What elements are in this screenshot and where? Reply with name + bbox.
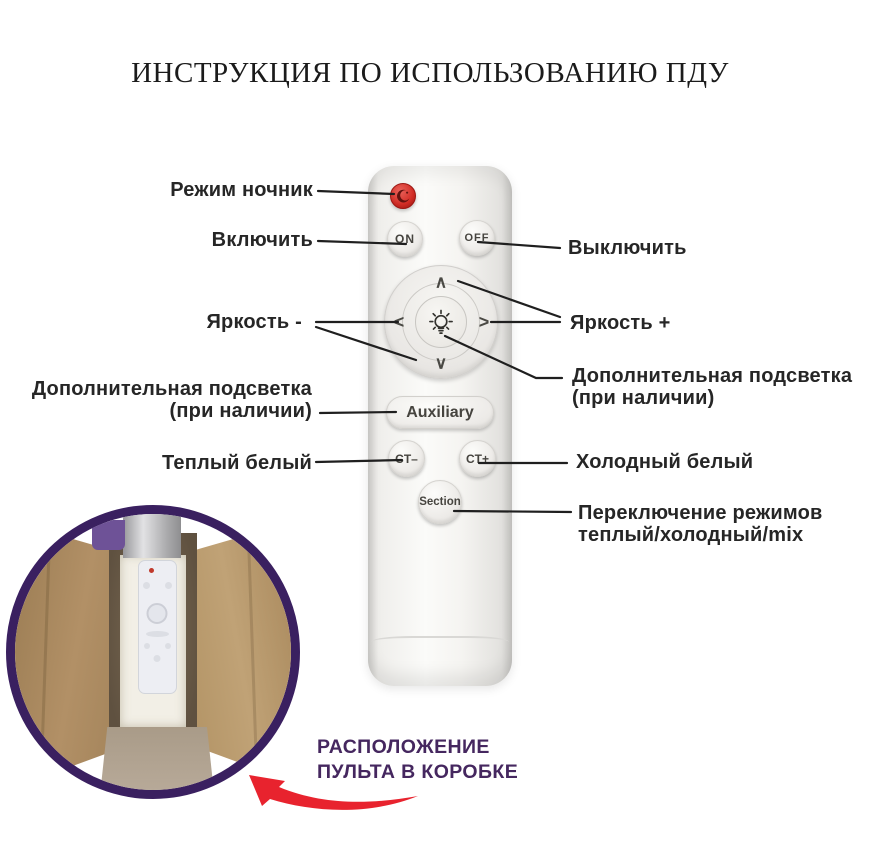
label-line: Переключение режимов [578,502,823,524]
label-night-mode: Режим ночник [170,179,313,201]
off-button: OFF [459,220,495,256]
metal-pole [122,514,181,559]
dpad-left-arrow: < [393,312,405,332]
label-cold-white: Холодный белый [576,451,754,473]
label-line: (при наличии) [169,399,312,422]
label-line: Дополнительная подсветка [572,365,853,387]
label-line: (при наличии) [572,386,715,409]
label-turn-off: Выключить [568,237,687,259]
label-line: Дополнительная подсветка [31,378,312,400]
cardboard-flap-left [15,522,120,788]
label-additional-light-right: Дополнительная подсветка (при наличии) [572,365,853,409]
dpad-center-button [415,296,467,348]
label-line: теплый/холодный/mix [578,524,804,546]
mini-dpad [146,602,168,624]
dpad-right-arrow: > [478,312,490,332]
cardboard-strip [100,726,214,790]
moon-icon [396,189,409,202]
mini-ct-minus-button [144,642,151,649]
mini-off-button [164,581,172,589]
mini-on-button [143,581,151,589]
photo-caption-line1: РАСПОЛОЖЕНИЕ [317,736,490,758]
dpad-ring [402,283,480,361]
ct-minus-button: CT– [388,440,425,477]
label-brightness-plus: Яркость + [570,312,671,334]
label-warm-white: Теплый белый [161,452,312,474]
section-button: Section [418,480,462,524]
remote-in-box [137,559,178,694]
mini-night-button [149,568,155,574]
label-turn-on: Включить [211,229,313,251]
label-mode-switch: Переключение режимов теплый/холодный/mix [578,502,823,546]
packaging-photo [6,505,300,799]
night-mode-button [390,183,416,209]
label-brightness-minus: Яркость - [206,311,302,333]
auxiliary-button: Auxiliary [386,396,494,429]
label-additional-light-left: Дополнительная подсветка (при наличии) [31,378,312,422]
page-title: ИНСТРУКЦИЯ ПО ИСПОЛЬЗОВАНИЮ ПДУ [131,57,729,89]
mini-section-button [153,654,161,662]
bulb-icon [429,309,453,334]
remote-control: ON OFF ∧ ∨ < > Auxiliary C [368,166,512,686]
remote-seam [371,636,509,648]
dpad-up-arrow: ∧ [434,272,448,292]
photo-caption: РАСПОЛОЖЕНИЕ ПУЛЬТА В КОРОБКЕ [317,735,518,785]
dpad-down-arrow: ∨ [434,353,448,373]
mini-ct-plus-button [164,642,171,649]
purple-tab [92,519,126,550]
mini-auxiliary-button [146,630,169,637]
photo-caption-line2: ПУЛЬТА В КОРОБКЕ [317,761,519,783]
dpad: ∧ ∨ < > [384,265,498,379]
on-button: ON [387,221,423,257]
ct-plus-button: CT+ [459,440,496,477]
